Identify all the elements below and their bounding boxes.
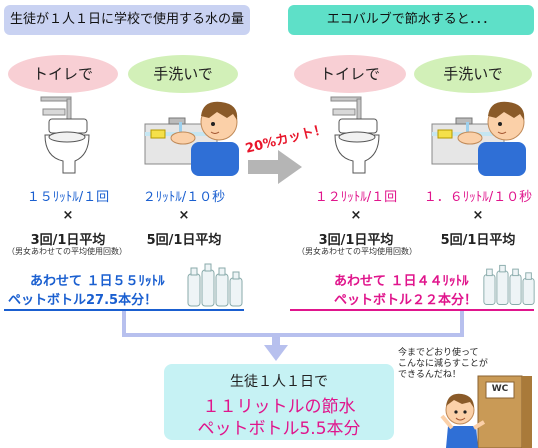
- left-toilet-times: ×: [62, 208, 74, 223]
- left-toilet-note: （男女あわせての平均使用回数）: [7, 247, 127, 256]
- right-toilet-freq: 3回/1日平均: [318, 233, 394, 248]
- left-total-underline: [4, 309, 244, 311]
- right-toilet-rate: １２ﾘｯﾄﾙ/１回: [314, 190, 398, 205]
- bottles-icon: [483, 264, 535, 305]
- right-total-line2: ペットボトル２２本分！: [334, 293, 478, 308]
- right-connector: [460, 311, 464, 337]
- hand-washing-boy-icon: [144, 101, 239, 176]
- left-connector: [122, 311, 126, 337]
- arrow-right-icon: [248, 150, 302, 184]
- boy-at-door-icon: [440, 375, 532, 448]
- result-box: [164, 364, 394, 440]
- horizontal-connector: [122, 333, 464, 337]
- left-total-line2: ペットボトル27.5本分！: [8, 293, 158, 308]
- toilet-icon: [40, 96, 90, 174]
- left-toilet-oval: トイレで: [8, 55, 118, 93]
- left-total-line1: あわせて １日５５ﾘｯﾄﾙ: [30, 274, 165, 289]
- left-hand-times: ×: [178, 208, 190, 223]
- left-hand-rate: ２ﾘｯﾄﾙ/１０秒: [142, 190, 226, 205]
- bottles-icon: [187, 263, 243, 307]
- right-hand-rate: １．６ﾘｯﾄﾙ/１０秒: [423, 190, 533, 205]
- result-line3: ペットボトル5.5本分: [197, 419, 361, 439]
- right-total-underline: [290, 309, 534, 311]
- left-hand-freq: 5回/1日平均: [146, 233, 222, 248]
- result-line1: 生徒１人１日で: [230, 374, 328, 390]
- speech-text: 今までどおり使って こんなに減らすことが できるんだね！: [398, 348, 488, 380]
- left-header: 生徒が１人１日に学校で使用する水の量: [4, 5, 250, 35]
- result-line2: １１リットルの節水: [202, 397, 356, 417]
- right-hand-oval: 手洗いで: [414, 55, 532, 93]
- door-sign: WC: [491, 384, 509, 394]
- left-hand-oval: 手洗いで: [128, 55, 238, 93]
- right-toilet-note: （男女あわせての平均使用回数）: [297, 247, 417, 256]
- left-toilet-rate: １５ﾘｯﾄﾙ/１回: [26, 190, 110, 205]
- right-total-line1: あわせて １日４４ﾘｯﾄﾙ: [334, 274, 469, 289]
- left-toilet-freq: 3回/1日平均: [30, 233, 106, 248]
- right-toilet-oval: トイレで: [294, 55, 406, 93]
- toilet-icon: [330, 96, 380, 174]
- right-hand-freq: 5回/1日平均: [440, 233, 516, 248]
- right-header: エコバルブで節水すると．．．: [288, 5, 534, 35]
- right-toilet-times: ×: [350, 208, 362, 223]
- right-hand-times: ×: [472, 208, 484, 223]
- arrow-down-icon: [264, 333, 288, 361]
- hand-washing-boy-icon: [431, 101, 526, 176]
